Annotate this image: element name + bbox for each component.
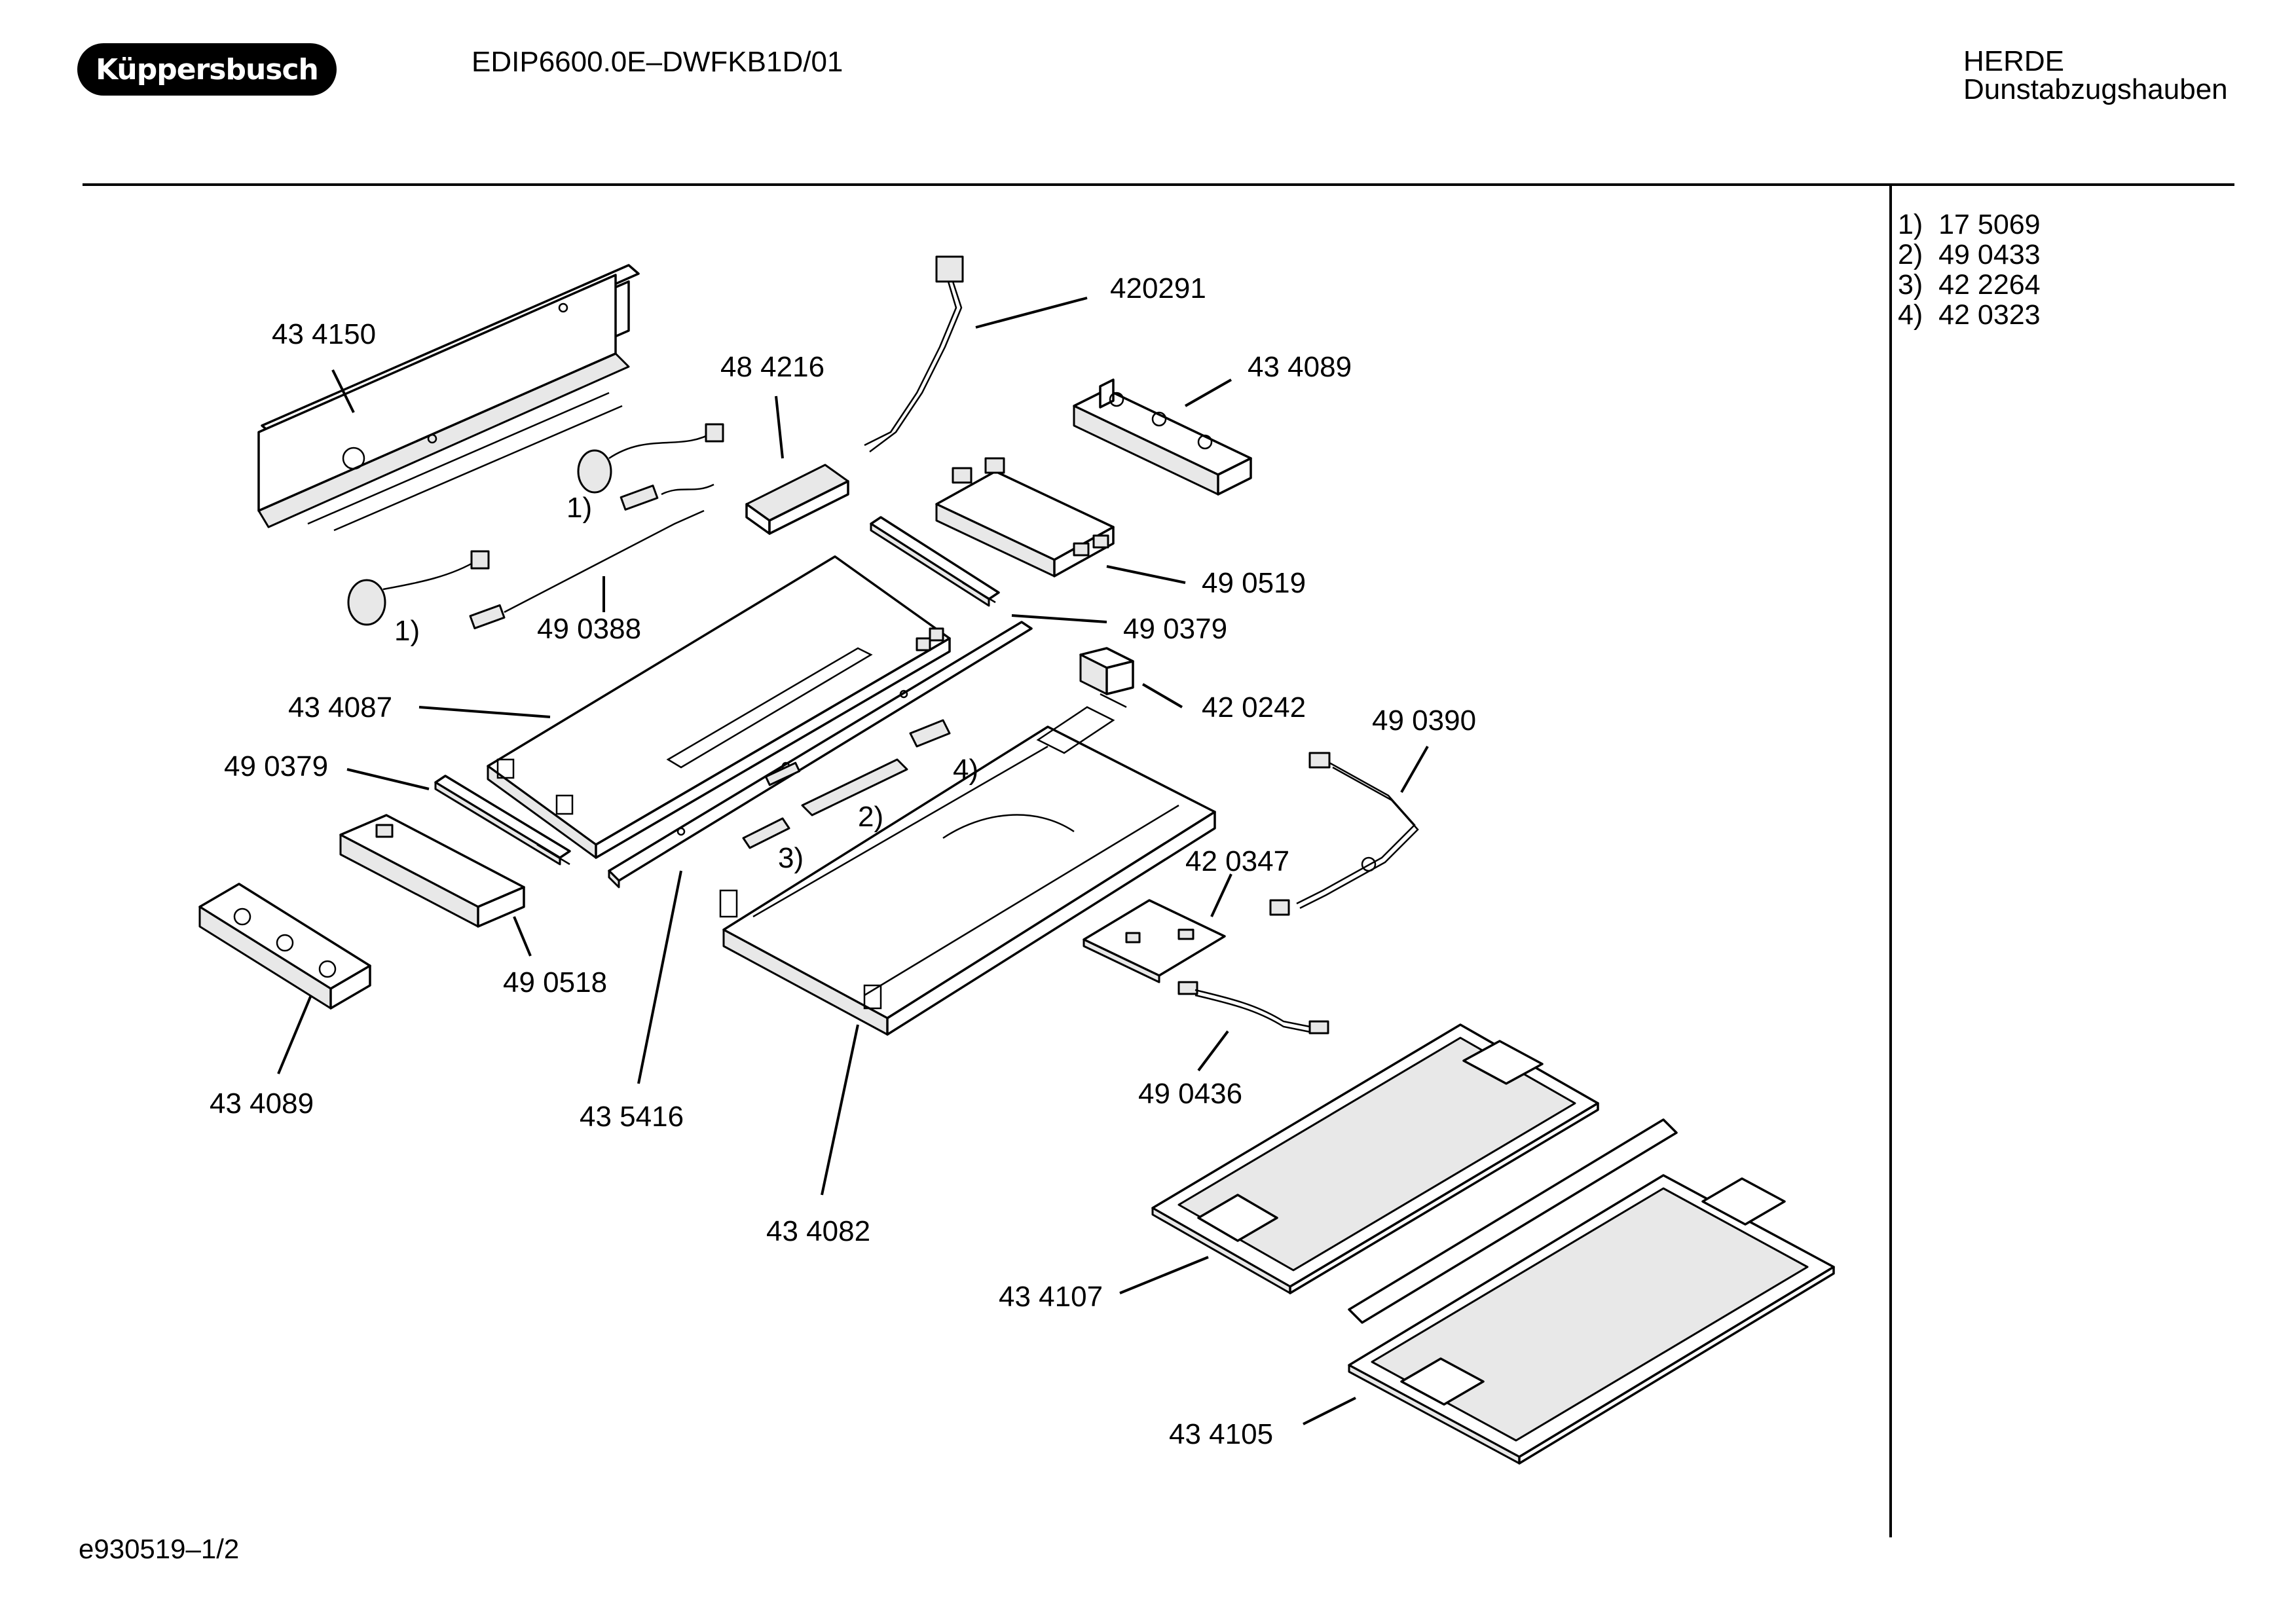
label-434150: 43 4150 xyxy=(272,318,376,350)
grease-filter-b-part xyxy=(1348,1118,1835,1465)
label-420347: 42 0347 xyxy=(1185,845,1289,877)
transformer-part xyxy=(745,464,849,535)
label-ref1-lower: 1) xyxy=(394,615,420,647)
brand-logo: Küppersbusch xyxy=(77,43,337,96)
bracket-top-part xyxy=(1073,378,1252,496)
reference-list: 1) 17 5069 2) 49 0433 3) 42 2264 4) 42 0… xyxy=(1898,210,2041,330)
ribbon-cable-part xyxy=(1177,981,1329,1035)
wire-harness-part xyxy=(864,255,964,452)
label-434087: 43 4087 xyxy=(288,691,392,724)
back-panel-part xyxy=(257,264,640,532)
main-housing-part xyxy=(719,706,1216,1036)
logo-background xyxy=(77,43,337,96)
label-490519: 49 0519 xyxy=(1202,567,1306,599)
label-435416: 43 5416 xyxy=(580,1101,684,1133)
power-cable-part xyxy=(1269,752,1419,916)
label-420291: 420291 xyxy=(1110,272,1206,304)
label-ref4: 4) xyxy=(953,754,978,786)
lamp-cable-part xyxy=(469,483,714,630)
reference-item: 2) 49 0433 xyxy=(1898,239,2041,270)
switch-bar-left-part xyxy=(434,775,571,866)
logo-text: Küppersbusch xyxy=(96,52,319,86)
leader-lines xyxy=(277,297,1429,1425)
control-module-part xyxy=(935,457,1115,577)
label-490436: 49 0436 xyxy=(1138,1078,1242,1110)
label-490379-left: 49 0379 xyxy=(224,750,328,782)
button-set-part xyxy=(742,719,951,849)
reference-item: 3) 42 2264 xyxy=(1898,269,2041,301)
label-490390: 49 0390 xyxy=(1372,705,1476,737)
reference-item: 1) 17 5069 xyxy=(1898,209,2041,240)
label-434105: 43 4105 xyxy=(1169,1418,1273,1450)
category-title: HERDE xyxy=(1963,45,2065,77)
lamp-socket-part xyxy=(347,423,724,626)
drawing-id: e930519–1/2 xyxy=(79,1533,240,1564)
label-490518: 49 0518 xyxy=(503,966,607,998)
label-484216: 48 4216 xyxy=(720,351,824,383)
model-number: EDIP6600.0E–DWFKB1D/01 xyxy=(472,46,843,78)
label-490388: 49 0388 xyxy=(537,613,641,645)
circuit-board-part xyxy=(1083,899,1226,983)
grease-filter-a-part xyxy=(1151,1023,1599,1294)
label-434082: 43 4082 xyxy=(766,1215,870,1247)
label-434107: 43 4107 xyxy=(999,1281,1103,1313)
label-ref1-upper: 1) xyxy=(566,492,592,524)
label-ref3: 3) xyxy=(778,842,804,874)
subcategory-title: Dunstabzugshauben xyxy=(1963,73,2228,105)
reference-item: 4) 42 0323 xyxy=(1898,299,2041,331)
control-module-left-part xyxy=(339,814,525,928)
label-434089-top: 43 4089 xyxy=(1248,351,1352,383)
label-420242: 42 0242 xyxy=(1202,691,1306,724)
switch-bar-right-part xyxy=(870,516,1000,607)
rocker-switch-part xyxy=(1079,647,1134,708)
cover-panel-part xyxy=(487,555,951,859)
mounting-rail-part xyxy=(608,621,1033,888)
label-434089-bottom: 43 4089 xyxy=(210,1088,314,1120)
label-ref2: 2) xyxy=(858,801,883,833)
bracket-bottom-part xyxy=(198,883,371,1010)
label-490379-right: 49 0379 xyxy=(1123,613,1227,645)
